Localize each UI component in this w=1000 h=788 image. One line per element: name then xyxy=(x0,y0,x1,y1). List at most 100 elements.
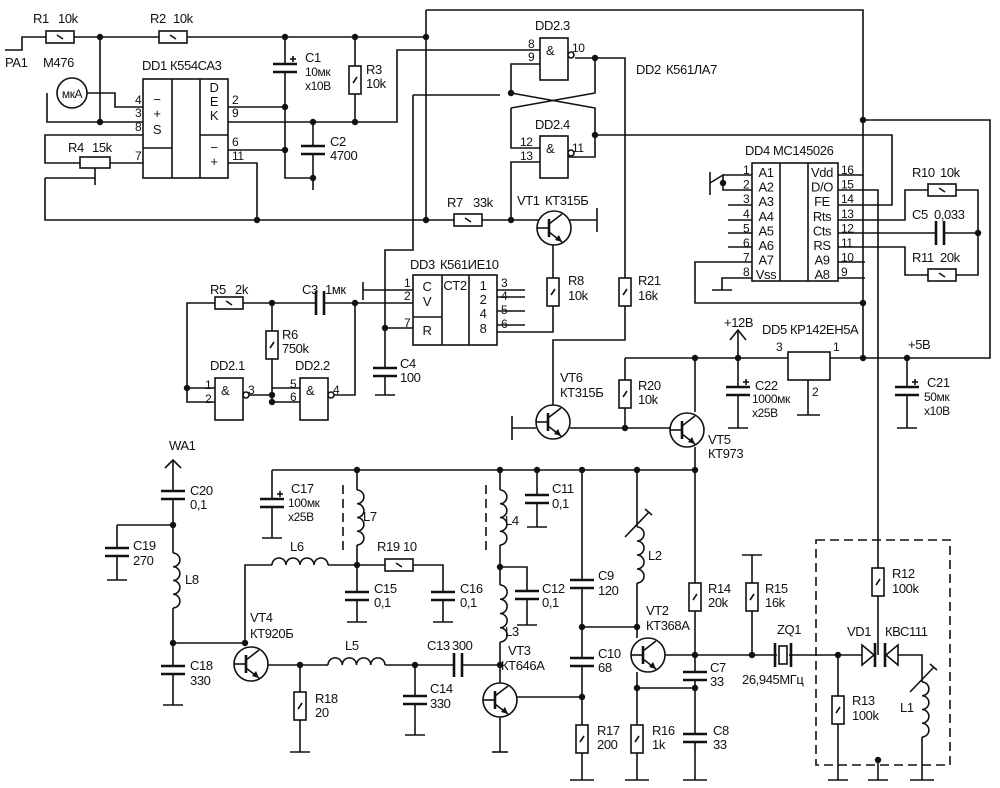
label-ics-dd4-ref: DD4 xyxy=(745,143,770,158)
label-ics-dd4-left_names-4: A5 xyxy=(758,223,773,238)
label-components-c16-ref: C16 xyxy=(460,581,483,596)
label-ics-dd3-pins_out-1: 4 xyxy=(501,289,508,303)
label-components-l4-ref: L4 xyxy=(505,513,519,528)
label-components-c21-ref: C21 xyxy=(927,375,950,390)
label-components-c21-voltage: х10В xyxy=(924,404,950,418)
label-components-c11-ref: C11 xyxy=(552,481,574,496)
label-components-l5-ref: L5 xyxy=(345,638,359,653)
label-components-zq1-value: 26,945МГц xyxy=(742,672,804,687)
label-components-c10-ref: C10 xyxy=(598,646,621,661)
junction-dot xyxy=(691,466,699,474)
label-components-c5-value: 0,033 xyxy=(934,207,965,222)
tuning-arrow xyxy=(929,663,938,671)
junction-dot xyxy=(496,661,504,669)
junction-dot xyxy=(578,623,586,631)
resistor-r3 xyxy=(348,65,362,95)
junction-dot xyxy=(268,391,276,399)
label-ics-dd2_3-pins-1: 9 xyxy=(528,50,535,64)
cap-gap xyxy=(936,221,944,245)
transistor-collector xyxy=(547,407,562,419)
label-components-vd1-ref: VD1 xyxy=(847,624,871,639)
cap-gap xyxy=(431,592,455,600)
cap-gap xyxy=(454,653,462,677)
resistor-r5 xyxy=(214,296,244,310)
junction-dot xyxy=(874,756,882,764)
label-ics-dd4-left_names-6: A7 xyxy=(758,253,773,268)
label-ics-dd1-pins-0: 4 xyxy=(135,93,142,107)
label-components-c15-value: 0,1 xyxy=(374,595,391,610)
ic-body xyxy=(751,162,839,282)
label-components-c22-voltage: х25В xyxy=(752,406,778,420)
label-ics-dd1-inner-7: + xyxy=(210,154,217,169)
label-ics-dd3-inner-4: 1 xyxy=(480,278,487,293)
junction-dot xyxy=(591,54,599,62)
label-components-c2-value: 4700 xyxy=(330,148,357,163)
label-components-r6-value: 750k xyxy=(282,341,309,356)
junction-dot xyxy=(834,651,842,659)
junction-dot xyxy=(859,299,867,307)
wire xyxy=(357,564,444,622)
nand-gate-DD2_1: & xyxy=(214,377,250,421)
label-ics-dd3-pins_in-2: 7 xyxy=(404,316,411,330)
label-ics-dd3-inner-3: CT2 xyxy=(443,278,467,293)
label-components-c1-ref: C1 xyxy=(305,50,321,65)
cap-gap xyxy=(105,548,129,556)
label-components-c13-value: 300 xyxy=(452,638,473,653)
capacitor-c15 xyxy=(345,590,369,602)
tuning-arrow xyxy=(624,511,650,538)
label-ics-dd4-left_pins-6: 7 xyxy=(743,251,750,265)
transistor-vt6 xyxy=(535,404,571,440)
junction-dot xyxy=(633,623,641,631)
wire xyxy=(729,328,747,341)
label-components-r15-ref: R15 xyxy=(765,581,788,596)
emitter-arrow xyxy=(554,429,561,436)
label-components-c9-ref: C9 xyxy=(598,568,614,583)
label-components-c2-ref: C2 xyxy=(330,134,346,149)
diode-triangle xyxy=(861,643,876,667)
inverter-bubble xyxy=(327,391,335,399)
resistor-r20 xyxy=(618,379,632,409)
wire xyxy=(694,261,863,304)
wire xyxy=(595,134,893,206)
resistor-r17 xyxy=(575,724,589,754)
gate-symbol: & xyxy=(546,141,555,156)
ic-dd3 xyxy=(412,274,498,346)
label-ics-dd4-right_pins-7: 9 xyxy=(841,265,848,279)
label-components-r19-value: 10 xyxy=(403,539,417,554)
label-ics-dd1-pins-1: 3 xyxy=(135,106,142,120)
label-ics-dd4-left_names-0: A1 xyxy=(758,165,773,180)
gate-body xyxy=(299,377,329,421)
label-components-c22-ref: C22 xyxy=(755,378,778,393)
junction-dot xyxy=(691,354,699,362)
resistor-r7 xyxy=(453,213,483,227)
label-components-c3-value: 1мк xyxy=(325,282,346,297)
gate-body xyxy=(539,135,569,179)
resistor-mark xyxy=(352,76,358,84)
cap-gap xyxy=(260,499,284,507)
transistor-collector xyxy=(494,685,509,697)
label-ics-dd3-inner-0: C xyxy=(423,279,432,294)
junction-dot xyxy=(633,466,641,474)
label-components-vt2-ref: VT2 xyxy=(646,603,669,618)
resistor-r1 xyxy=(45,30,75,44)
label-components-r3-ref: R3 xyxy=(366,62,382,77)
label-components-r12-value: 100k xyxy=(892,581,919,596)
label-ics-dd2_2-ref: DD2.2 xyxy=(295,358,330,373)
capacitor-c4 xyxy=(373,366,397,378)
label-ics-dd4-left_pins-5: 6 xyxy=(743,236,750,250)
resistor-mark xyxy=(56,34,64,40)
label-components-vt1-type: КТ315Б xyxy=(545,193,588,208)
junction-dot xyxy=(309,174,317,182)
label-components-r21-value: 16k xyxy=(638,288,659,303)
junction-dot xyxy=(411,661,419,669)
label-ics-dd2_1-pins-0: 1 xyxy=(205,378,212,392)
label-components-c17-ref: C17 xyxy=(291,481,314,496)
transistor-collector xyxy=(681,415,696,427)
label-ics-dd4-right_pins-2: 14 xyxy=(841,192,854,206)
label-ics-dd4-right_names-0: Vdd xyxy=(811,165,833,180)
label-components-r20-ref: R20 xyxy=(638,378,661,393)
label-ics-dd4-right_names-4: Cts xyxy=(813,223,832,238)
inductor-l7 xyxy=(342,485,365,550)
transistor-vt5 xyxy=(669,412,705,448)
coil xyxy=(356,489,365,546)
